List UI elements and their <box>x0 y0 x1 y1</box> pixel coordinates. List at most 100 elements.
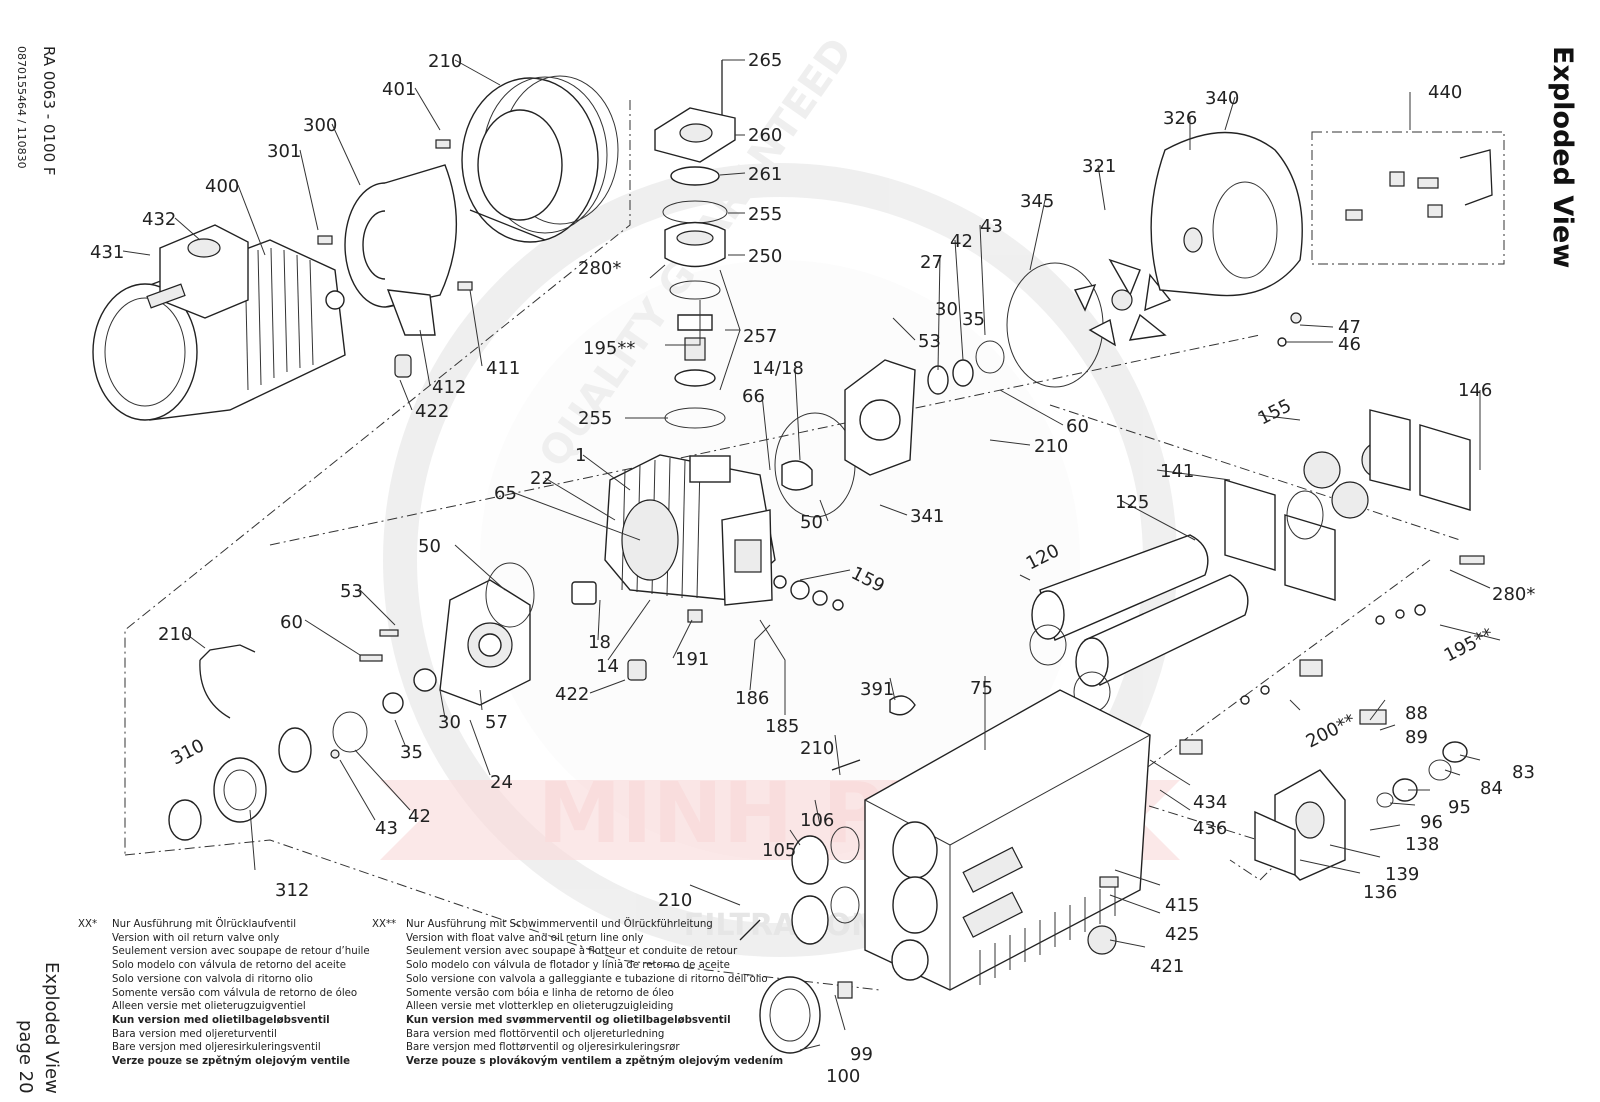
footnote-line: Alleen versie met vlotterklep en olieter… <box>406 1001 674 1013</box>
footnote-line: Somente versão com bóia e linha de retor… <box>406 987 674 999</box>
end-cover-left <box>199 562 535 759</box>
separator-housing <box>864 689 1151 991</box>
callout-50-left: 50 <box>418 536 441 557</box>
leader-lines <box>122 59 1501 1051</box>
callout-411: 411 <box>486 358 520 379</box>
callout-210-housing: 210 <box>800 738 834 759</box>
callout-210-left: 210 <box>158 624 192 645</box>
callout-89: 89 <box>1405 727 1428 748</box>
footnote-line: Bara version med flottörventil och oljer… <box>406 1028 665 1040</box>
callout-401: 401 <box>382 79 416 100</box>
callout-30-right: 30 <box>935 299 958 320</box>
callout-18: 18 <box>588 632 611 653</box>
oil-parts <box>739 759 861 1054</box>
callout-60-right: 60 <box>1066 416 1089 437</box>
callout-341: 341 <box>910 506 944 527</box>
callout-83: 83 <box>1512 762 1535 783</box>
callout-310: 310 <box>168 735 208 769</box>
callout-440: 440 <box>1428 82 1462 103</box>
callout-50-right: 50 <box>800 512 823 533</box>
callout-431: 431 <box>90 242 124 263</box>
footnote-line: Alleen versie met olieterugzuigventiel <box>112 1001 306 1013</box>
valve-stack <box>654 60 736 429</box>
callout-422-top: 422 <box>415 401 449 422</box>
footnote-line: Solo versione con valvola a galleggiante… <box>406 973 768 985</box>
callout-75: 75 <box>970 678 993 699</box>
footnote-line: Version with oil return valve only <box>112 932 280 944</box>
document-code: RA 0063 - 0100 F <box>40 46 58 176</box>
callout-138: 138 <box>1405 834 1439 855</box>
callout-139: 139 <box>1385 864 1419 885</box>
footnote-mark: XX* <box>78 919 98 930</box>
coupling-parts <box>168 727 312 841</box>
callout-200: 200** <box>1303 710 1359 752</box>
callout-400: 400 <box>205 176 239 197</box>
callout-155: 155 <box>1255 395 1295 429</box>
callout-210-pulley: 210 <box>428 51 462 72</box>
pump-cylinder <box>604 454 776 606</box>
callout-261: 261 <box>748 164 782 185</box>
callout-1: 1 <box>575 445 586 466</box>
pulley <box>461 75 619 243</box>
callout-95: 95 <box>1448 797 1471 818</box>
callout-195-top: 195** <box>583 338 635 359</box>
assembly-lines <box>124 100 1505 991</box>
callout-84: 84 <box>1480 778 1503 799</box>
footnote-line: Nur Ausführung mit Ölrücklaufventil <box>112 919 297 930</box>
callout-46: 46 <box>1338 334 1361 355</box>
callout-312: 312 <box>275 880 309 901</box>
callout-421: 421 <box>1150 956 1184 977</box>
callout-436: 436 <box>1193 818 1227 839</box>
callout-391: 391 <box>860 679 894 700</box>
callout-425: 425 <box>1165 924 1199 945</box>
callout-210-right: 210 <box>1034 436 1068 457</box>
callout-96: 96 <box>1420 812 1443 833</box>
footnote-line: Bare versjon med oljeresirkuleringsventi… <box>112 1042 321 1054</box>
callout-66: 66 <box>742 386 765 407</box>
callout-412: 412 <box>432 377 466 398</box>
footnote-line: Kun version med olietilbageløbsventil <box>112 1014 330 1026</box>
filter-cover <box>1224 409 1471 601</box>
footnote-line: Solo modelo con válvula de flotador y lí… <box>406 960 730 972</box>
callout-326: 326 <box>1163 108 1197 129</box>
callout-30-left: 30 <box>438 712 461 733</box>
footnote-line: Version with float valve and oil return … <box>406 932 644 944</box>
callout-22: 22 <box>530 468 553 489</box>
callout-432: 432 <box>142 209 176 230</box>
callout-422-mid: 422 <box>555 684 589 705</box>
watermark-sub: FILTRATION <box>684 908 877 943</box>
footer-page-number: page 20 <box>15 1020 36 1094</box>
footnote-line: Bare versjon med flottørventil og oljere… <box>406 1042 680 1054</box>
callout-42-right: 42 <box>950 231 973 252</box>
callout-43-left: 43 <box>375 818 398 839</box>
callout-47: 47 <box>1338 317 1361 338</box>
footnote-float-valve: XX** Nur Ausführung mit Schwimmerventil … <box>372 918 784 1069</box>
callout-415: 415 <box>1165 895 1199 916</box>
callout-340: 340 <box>1205 88 1239 109</box>
callout-280-top: 280* <box>578 258 621 279</box>
callout-65: 65 <box>494 483 517 504</box>
callout-434: 434 <box>1193 792 1227 813</box>
callout-345: 345 <box>1020 191 1054 212</box>
footnote-line: Seulement version avec soupape à flotteu… <box>406 946 738 958</box>
callout-260: 260 <box>748 125 782 146</box>
fan-assembly <box>844 131 1303 476</box>
callout-210-bottom: 210 <box>658 890 692 911</box>
page-title: Exploded View <box>1547 46 1578 269</box>
callout-53-left: 53 <box>340 581 363 602</box>
callout-191: 191 <box>675 649 709 670</box>
side-cover-parts <box>1179 555 1485 881</box>
callout-136: 136 <box>1363 882 1397 903</box>
callout-27: 27 <box>920 252 943 273</box>
callout-53-right: 53 <box>918 331 941 352</box>
callout-195-right: 195** <box>1441 624 1497 666</box>
callout-321: 321 <box>1082 156 1116 177</box>
footnote-line: Verze pouze s plovákovým ventilem a zpět… <box>406 1056 784 1068</box>
callout-35-right: 35 <box>962 309 985 330</box>
callout-301: 301 <box>267 141 301 162</box>
callout-57: 57 <box>485 712 508 733</box>
callout-255-top: 255 <box>748 204 782 225</box>
callout-185: 185 <box>765 716 799 737</box>
